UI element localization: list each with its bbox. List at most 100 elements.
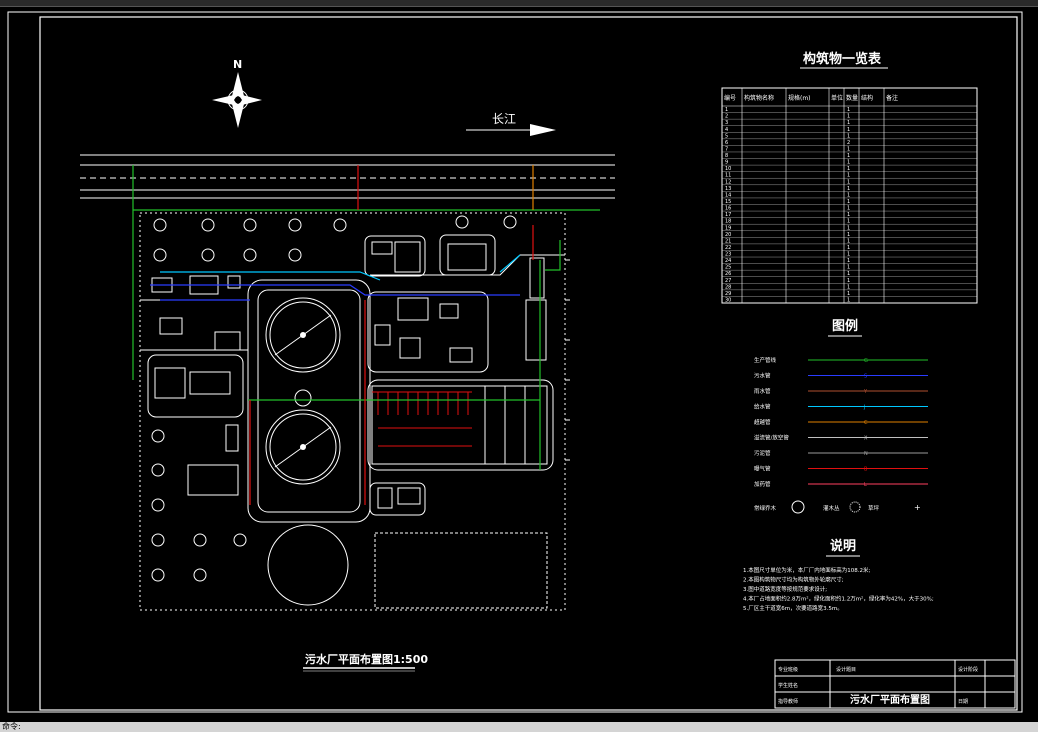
table-header-cell: 备注 — [886, 94, 898, 102]
note-line: 4.本厂占地面积约2.8万m²，绿化面积约1.2万m²，绿化率为42%，大于30… — [743, 595, 934, 603]
table-cell: 2 — [725, 114, 728, 120]
main-drawing-title: 污水厂平面布置图1:500 — [305, 652, 428, 666]
table-header-cell: 结构 — [861, 94, 873, 102]
table-cell: 1 — [847, 291, 850, 297]
note-line: 1.本图尺寸单位为米，本厂厂内地面标高为108.2米; — [743, 566, 870, 574]
legend-item-label: 超越管 — [754, 418, 771, 426]
legend-item-label: 加药管 — [754, 480, 771, 488]
legend-item-symbol: B — [864, 467, 868, 473]
north-compass: N — [212, 58, 262, 128]
table-cell: 9 — [725, 160, 728, 166]
legend-item-label: 生产管线 — [754, 356, 777, 364]
table-cell: 1 — [847, 192, 850, 198]
table-cell: 1 — [847, 232, 850, 238]
note-line: 3.图中道路宽度等按规范要求设计; — [743, 585, 827, 593]
table-cell: 15 — [725, 199, 731, 205]
table-cell: 27 — [725, 278, 731, 284]
table-cell: 1 — [847, 284, 850, 290]
legend-item-symbol: L — [864, 482, 867, 488]
shrub-icon — [849, 501, 861, 513]
table-cell: 24 — [725, 258, 731, 264]
table-cell: 3 — [725, 120, 728, 126]
table-cell: 30 — [725, 298, 731, 304]
table-cell: 16 — [725, 206, 731, 212]
table-cell: 1 — [847, 252, 850, 258]
title-block-cell-2: 设计题目 — [836, 666, 856, 673]
notes-title: 说明 — [830, 538, 856, 554]
table-cell: 21 — [725, 238, 731, 244]
table-cell: 10 — [725, 166, 731, 172]
table-cell: 17 — [725, 212, 731, 218]
lawn-icon: + — [914, 503, 921, 512]
legend-item-label: 溢流管/放空管 — [754, 434, 789, 442]
table-cell: 7 — [725, 146, 728, 152]
table-header-cell: 构筑物名称 — [744, 94, 774, 102]
structures-table-title: 构筑物一览表 — [803, 51, 882, 67]
note-line: 5.厂区主干道宽6m，次要道路宽3.5m。 — [743, 604, 843, 612]
clarifier-2 — [265, 409, 341, 485]
table-cell: 1 — [847, 225, 850, 231]
compass-north-label: N — [233, 58, 242, 71]
legend-item-label: 污泥管 — [754, 449, 771, 457]
trees — [151, 215, 517, 582]
table-cell: 26 — [725, 271, 731, 277]
title-block-cell-4: 指导教师 — [778, 698, 798, 705]
table-cell: 1 — [847, 258, 850, 264]
site-boundary — [139, 212, 570, 611]
legend-item-label: 雨水管 — [754, 387, 771, 395]
legend-item-symbol: C — [864, 420, 868, 426]
table-cell: 14 — [725, 192, 731, 198]
table-cell: 18 — [725, 219, 731, 225]
table-cell: 1 — [847, 166, 850, 172]
legend-item-symbol: N — [864, 451, 868, 457]
note-line: 2.本图构筑物尺寸均为构筑物外轮廓尺寸; — [743, 576, 844, 584]
legend-title: 图例 — [832, 318, 858, 334]
external-road — [80, 154, 615, 199]
legend-item-symbol: S — [864, 374, 867, 380]
sludge-yard-circle — [267, 524, 349, 606]
table-cell: 1 — [847, 238, 850, 244]
clarifier-1 — [265, 297, 341, 373]
evergreen-tree-icon — [791, 500, 805, 514]
distribution-well — [294, 389, 312, 407]
legend-plant-label: 草坪 — [868, 504, 880, 512]
table-cell: 1 — [847, 127, 850, 133]
table-cell: 12 — [725, 179, 731, 185]
pipelines — [132, 165, 600, 505]
table-cell: 1 — [847, 271, 850, 277]
command-line-status[interactable]: 命令: — [0, 722, 1038, 732]
table-cell: 19 — [725, 225, 731, 231]
notes: 说明 1.本图尺寸单位为米，本厂厂内地面标高为108.2米; 2.本图构筑物尺寸均… — [743, 538, 934, 612]
table-cell: 23 — [725, 252, 731, 258]
legend-item-label: 污水管 — [754, 372, 771, 380]
table-header-cell: 规格(m) — [788, 94, 811, 102]
legend-item-symbol: Y — [863, 389, 868, 395]
aeration-tank — [371, 385, 548, 465]
table-header-cell: 单位 — [831, 94, 843, 102]
table-cell: 1 — [847, 173, 850, 179]
table-cell: 8 — [725, 153, 728, 159]
river-direction: 长江 — [466, 112, 556, 136]
table-cell: 4 — [725, 127, 728, 133]
legend-plant-label: 灌木丛 — [823, 504, 840, 512]
title-block: 专业班级 设计题目 学生姓名 指导教师 设计阶段 日期 污水厂平面布置图 — [774, 659, 1016, 709]
inner-frame — [39, 16, 1018, 711]
title-block-cell-5: 设计阶段 — [958, 666, 978, 673]
table-cell: 1 — [847, 146, 850, 152]
table-cell: 20 — [725, 232, 731, 238]
table-cell: 11 — [725, 173, 731, 179]
table-cell: 1 — [847, 179, 850, 185]
table-cell: 5 — [725, 133, 728, 139]
table-cell: 6 — [725, 140, 728, 146]
table-cell: 29 — [725, 291, 731, 297]
legend-item-label: 曝气管 — [754, 465, 771, 473]
table-cell: 1 — [847, 153, 850, 159]
table-cell: 1 — [847, 265, 850, 271]
legend-item-symbol: J — [863, 405, 865, 411]
table-cell: 1 — [847, 120, 850, 126]
table-cell: 1 — [847, 114, 850, 120]
table-cell: 1 — [847, 107, 850, 113]
table-cell: 1 — [847, 245, 850, 251]
